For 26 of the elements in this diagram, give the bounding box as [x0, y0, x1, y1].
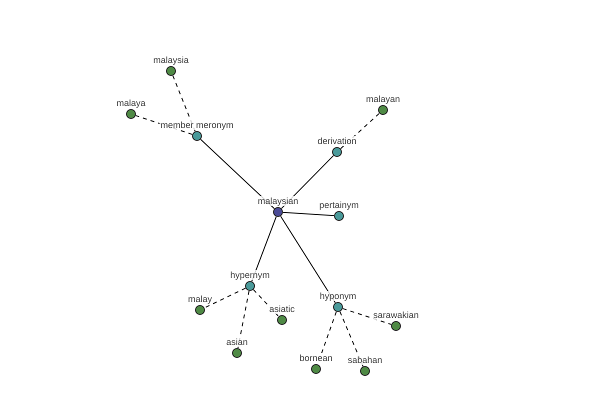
node-label: pertainym	[318, 200, 360, 210]
node-label: sarawakian	[372, 310, 420, 320]
connector-line	[282, 212, 334, 216]
node-label: malay	[187, 294, 213, 304]
node-label: malaysia	[152, 55, 190, 65]
connector-line	[172, 75, 196, 132]
connector-line	[200, 138, 275, 210]
connector-line	[342, 308, 392, 325]
node-label: asian	[225, 337, 249, 347]
node-label: bornean	[298, 353, 334, 363]
node-label: hyponym	[318, 291, 358, 301]
connector-line	[204, 288, 246, 308]
node-label: member meronym	[160, 120, 234, 130]
node-label: malayan	[364, 94, 402, 104]
node-label: sabahan	[346, 355, 384, 365]
connector-line	[339, 311, 364, 367]
connector-line	[280, 216, 336, 304]
connector-line	[340, 112, 380, 150]
node-label: asiatic	[268, 304, 296, 314]
node-label: derivation	[316, 136, 358, 146]
node-label: hypernym	[229, 270, 271, 280]
connector-line	[251, 216, 277, 282]
connector-line	[252, 289, 280, 317]
node-label: malaysian	[256, 196, 300, 206]
connector-line	[237, 290, 250, 349]
node-label: malaya	[116, 98, 146, 108]
